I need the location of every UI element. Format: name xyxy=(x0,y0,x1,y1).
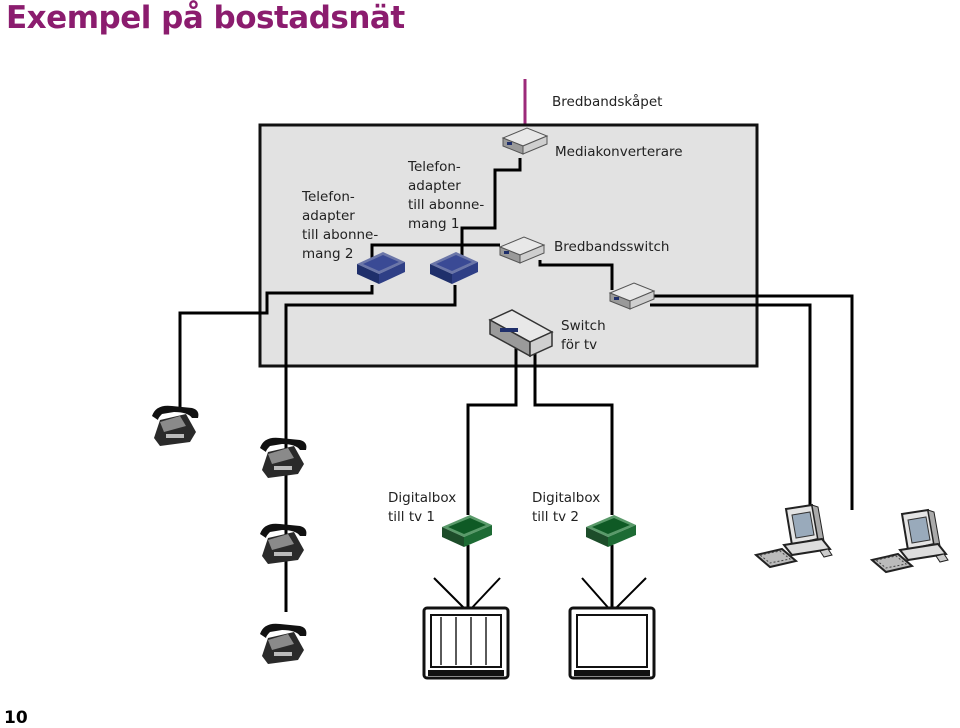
media-converters-label: Mediakonverterare xyxy=(555,144,683,160)
computer-1-icon xyxy=(755,504,833,568)
digitalbox-1-label: Digitalbox till tv 1 xyxy=(388,490,457,525)
tv-switch-label: Switch för tv xyxy=(561,318,606,353)
antenna-wires xyxy=(433,577,647,613)
telephone-1-icon xyxy=(152,405,199,446)
page-title: Exempel på bostadsnät xyxy=(6,0,405,36)
tv-2-icon xyxy=(568,606,656,680)
digitalbox-2-label: Digitalbox till tv 2 xyxy=(532,490,601,525)
cabinet-label: Bredbandskåpet xyxy=(552,94,663,110)
tv-1-icon xyxy=(422,606,510,680)
page-number: 10 xyxy=(4,708,28,728)
phone-adapter-1-label: Telefon- adapter till abonne- mang 1 xyxy=(408,159,485,232)
phone-adapter-2-label: Telefon- adapter till abonne- mang 2 xyxy=(302,189,379,262)
computer-2-icon xyxy=(871,509,949,573)
telephone-3-icon xyxy=(260,523,307,564)
telephone-2-icon xyxy=(260,437,307,478)
broadband-switch-label: Bredbandsswitch xyxy=(554,239,670,255)
telephone-4-icon xyxy=(260,623,307,664)
tv-switch-icon xyxy=(488,309,554,358)
